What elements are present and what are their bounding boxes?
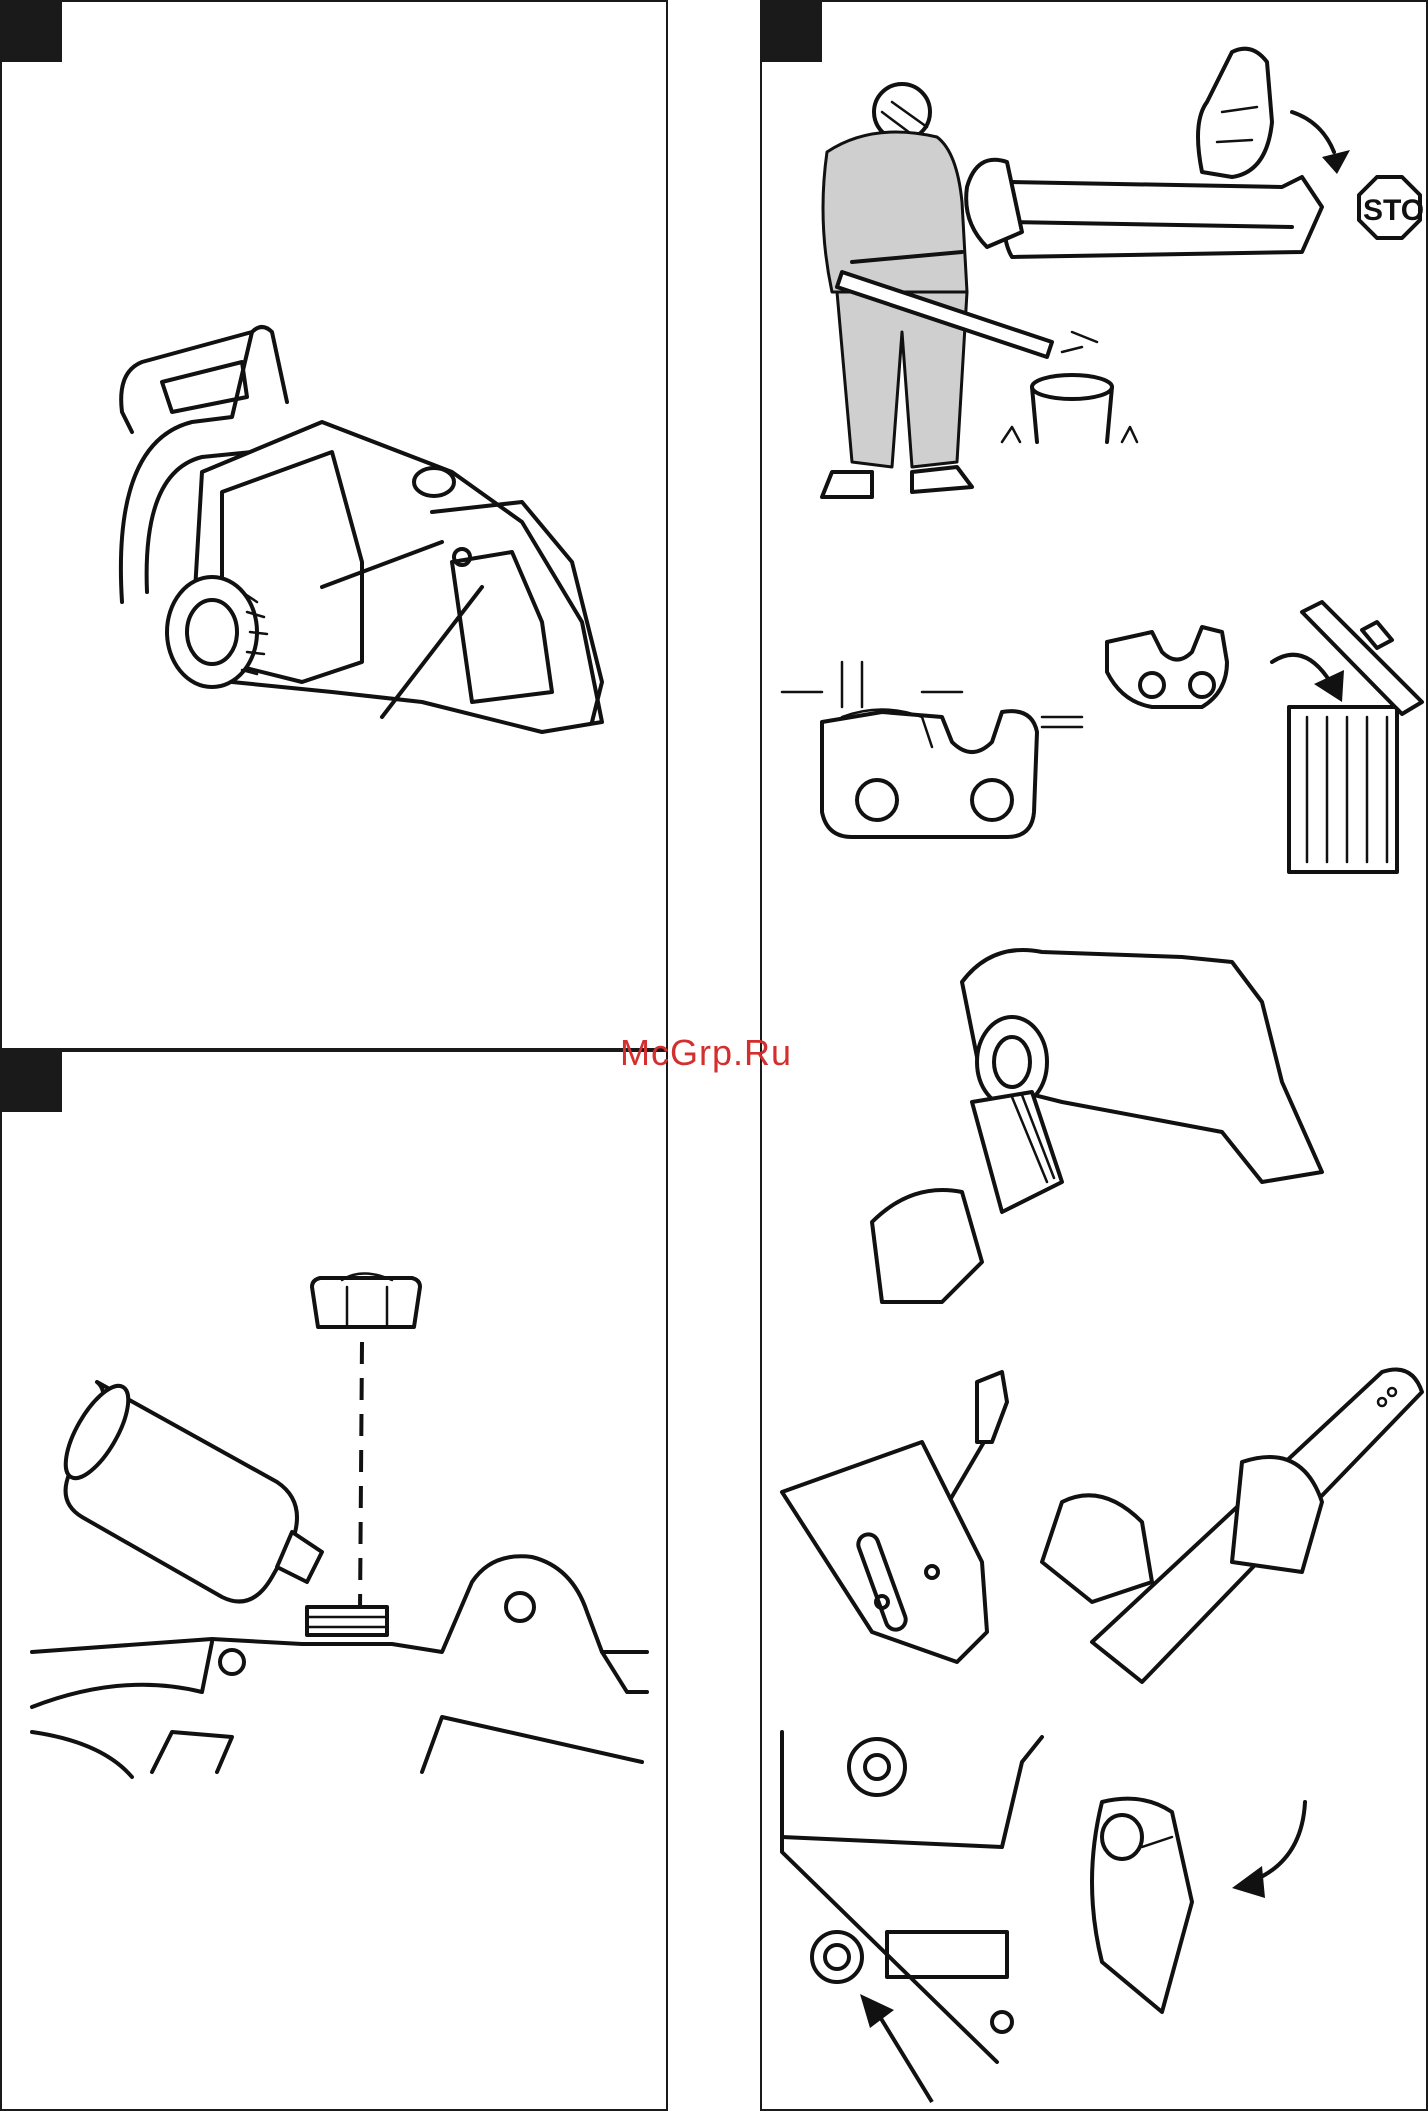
trash-bin-icon [1289,602,1422,872]
oil-refill-illustration [2,1052,670,2113]
watermark-text: McGrp.Ru [620,1032,792,1074]
oil-cap-icon [312,1274,420,1328]
chain-link-icon [782,662,1082,837]
panel-top-left [0,0,668,1050]
arrow-icon [877,2012,932,2102]
oil-bottle-icon [54,1377,322,1602]
stop-text: STOP [1363,194,1428,227]
maintenance-illustrations: STOP [762,2,1428,2113]
panel-bottom-left [0,1050,668,2111]
stop-sign-icon: STOP [1359,177,1428,238]
chainsaw-side-icon [2,2,670,1052]
brush-icon [972,1092,1062,1212]
gloved-hand-icon [1198,49,1272,177]
panel-right: STOP [760,0,1428,2111]
